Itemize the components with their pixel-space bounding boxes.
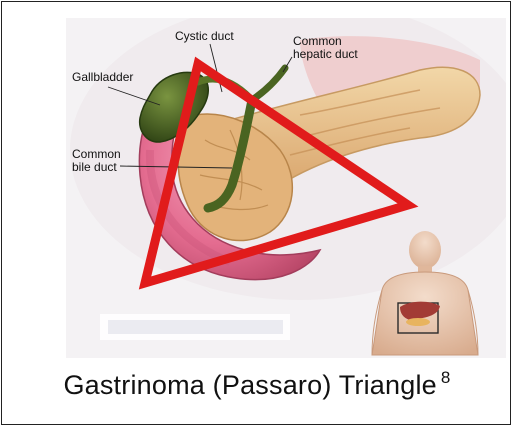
figure-caption: Gastrinoma (Passaro) Triangle 8 — [0, 368, 514, 401]
label-common-bile-duct-line2: bile duct — [72, 160, 117, 174]
caption-reference: 8 — [441, 368, 451, 387]
label-gallbladder: Gallbladder — [72, 70, 133, 84]
label-cystic-duct: Cystic duct — [175, 29, 234, 43]
label-common-bile-duct-line1: Common — [72, 147, 121, 161]
label-common-hepatic-duct-line2: hepatic duct — [293, 47, 358, 61]
caption-text: Gastrinoma (Passaro) Triangle — [63, 370, 436, 400]
label-common-hepatic-duct-line1: Common — [293, 34, 342, 48]
anatomy-illustration: Cystic duct Common hepatic duct Gallblad… — [66, 18, 506, 358]
